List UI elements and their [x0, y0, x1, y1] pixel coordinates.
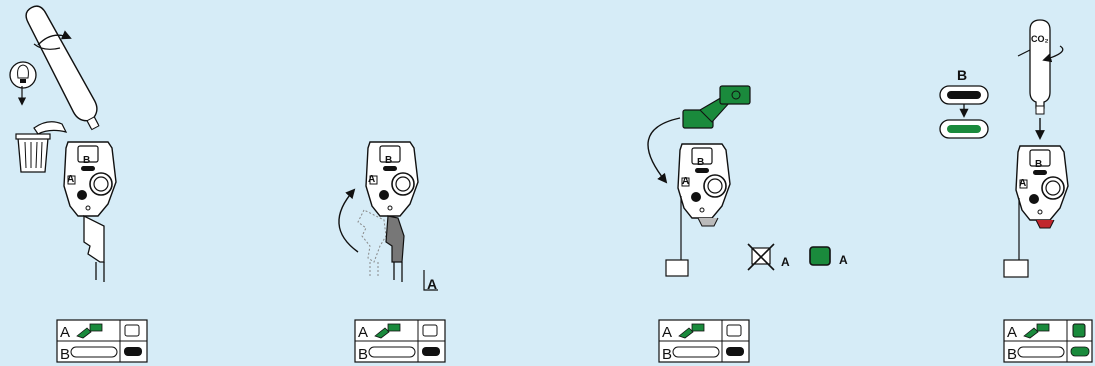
svg-text:A: A	[839, 253, 848, 267]
legend-row-a: A	[662, 324, 672, 341]
old-cylinder-icon	[25, 5, 100, 131]
corner-a-label: A	[423, 270, 438, 292]
head-b-label-4: B	[1035, 159, 1042, 170]
legend-table-3: A B	[658, 319, 750, 363]
swing-arrow-icon	[338, 188, 359, 253]
green-cover-part-icon	[682, 85, 751, 129]
crossed-cover-icon: A	[747, 243, 790, 271]
head-b-label: B	[83, 155, 90, 166]
co2-cylinder-icon: CO₂	[1029, 19, 1051, 115]
cover-cap-icon	[33, 121, 68, 135]
legend-row-b: B	[60, 346, 70, 363]
step-2-group: A B A	[338, 141, 438, 292]
head-b-label-3: B	[697, 157, 704, 168]
legend-row-b: B	[358, 346, 368, 363]
recycle-hint-icon	[9, 61, 37, 106]
legend-table-2: A B	[354, 319, 446, 363]
legend-row-b: B	[1007, 346, 1017, 363]
svg-text:CO₂: CO₂	[1031, 34, 1049, 44]
legend-row-b: B	[662, 346, 672, 363]
legend-row-a: A	[1007, 324, 1017, 341]
head-a-label-2: A	[368, 174, 375, 185]
step-1-group: A B	[9, 5, 117, 282]
svg-text:A: A	[781, 255, 790, 269]
legend-row-a: A	[358, 324, 368, 341]
trash-bin-icon	[15, 133, 51, 173]
head-b-label-2: B	[385, 155, 392, 166]
head-a-label-3: A	[682, 176, 689, 187]
svg-text:A: A	[427, 276, 437, 292]
legend-row-a: A	[60, 324, 70, 341]
lever-icon	[385, 215, 405, 263]
step4-b-label: B	[957, 67, 967, 83]
head-a-label-4: A	[1019, 178, 1026, 189]
step-3-group: A B A A	[647, 85, 848, 277]
rotate-arrow-icon	[37, 30, 72, 46]
attach-arrow-icon	[647, 117, 681, 184]
legend-table-4: A B	[1003, 319, 1093, 363]
green-a-icon: A	[809, 246, 848, 267]
step-4-group: B CO₂ A B	[939, 19, 1069, 278]
head-a-label: A	[67, 174, 74, 185]
screw-arrow-icon	[1042, 45, 1064, 63]
legend-table-1: A B	[56, 319, 148, 363]
